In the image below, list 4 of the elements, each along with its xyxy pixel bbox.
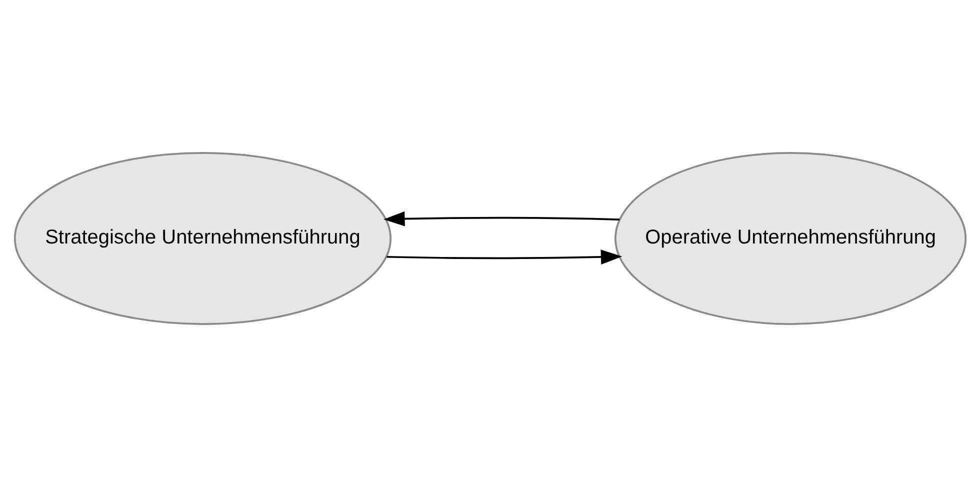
node-ellipse: Strategische Unternehmensführung bbox=[14, 152, 392, 325]
node-ellipse: Operative Unternehmensführung bbox=[614, 152, 967, 325]
arrow bbox=[386, 250, 622, 264]
arrow bbox=[384, 211, 620, 226]
